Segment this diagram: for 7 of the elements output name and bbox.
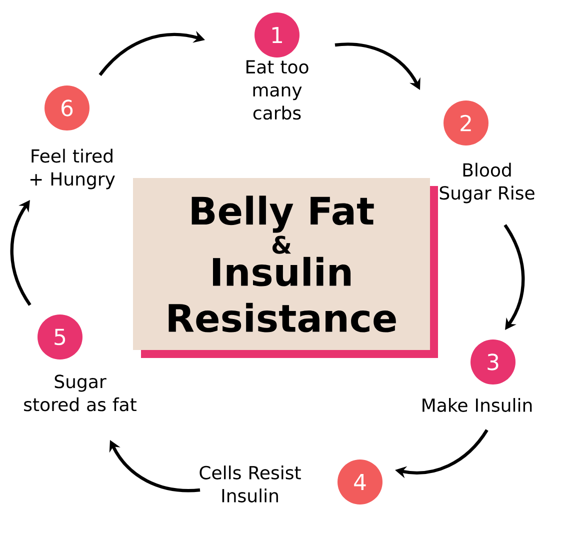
step-label: Cells Resist Insulin <box>200 466 301 502</box>
step-label: Make Insulin <box>422 398 532 412</box>
title-box: Belly Fat & Insulin Resistance <box>133 178 438 358</box>
step-label: Feel tired + Hungry <box>30 148 115 190</box>
step-label: Blood Sugar Rise <box>440 162 534 204</box>
step-label: Eat too many carbs <box>246 60 308 120</box>
step-label: Sugar stored as fat <box>24 374 136 412</box>
